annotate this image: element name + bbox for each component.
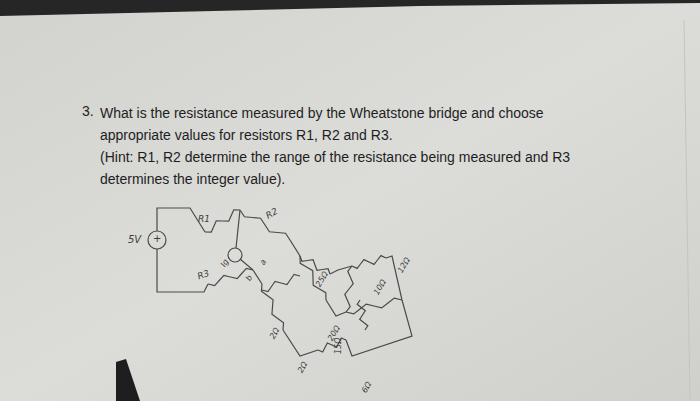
circuit-label: 15Ω — [334, 338, 343, 354]
circuit-label: a — [258, 258, 268, 267]
dark-edge — [0, 0, 700, 16]
shadow-wedge — [116, 359, 140, 401]
wire — [290, 240, 300, 256]
circuit-label: R2 — [264, 206, 279, 221]
circuit-wires — [148, 208, 412, 356]
circuit-label: 10Ω — [372, 278, 388, 297]
galvanometer — [228, 248, 242, 262]
circuit-label: 5V — [128, 234, 141, 245]
wire — [326, 300, 346, 316]
resistor-symbol — [352, 256, 386, 269]
circuit-label: Ig — [219, 258, 231, 269]
circuit-label: b — [244, 274, 254, 283]
circuit-label: 2Ω — [296, 360, 309, 374]
paper-crease — [684, 20, 690, 401]
circuit-label: R3 — [196, 268, 211, 281]
wire — [346, 256, 412, 356]
question-text: (Hint: R1, R2 determine the range of the… — [100, 147, 615, 190]
wire — [157, 208, 205, 232]
circuit-label: 6Ω — [360, 380, 373, 394]
voltage-source — [148, 231, 166, 249]
circuit-label: 25Ω — [314, 270, 330, 289]
question-text: What is the resistance measured by the W… — [100, 103, 615, 146]
resistor-symbol — [346, 298, 402, 314]
resistor-symbol — [357, 300, 368, 330]
circuit-label: + — [153, 233, 161, 244]
circuit-label: 12Ω — [396, 256, 412, 275]
wire — [236, 210, 240, 248]
circuit-label: R1 — [198, 214, 210, 224]
resistor-symbols — [205, 210, 402, 352]
wire — [253, 270, 262, 284]
wire — [283, 330, 318, 356]
circuit-label: 2Ω — [268, 326, 281, 340]
resistor-symbol — [205, 210, 240, 232]
resistor-symbol — [262, 274, 300, 291]
question-text: 3. — [82, 103, 94, 119]
resistor-symbol — [345, 266, 353, 312]
wire — [330, 270, 338, 274]
